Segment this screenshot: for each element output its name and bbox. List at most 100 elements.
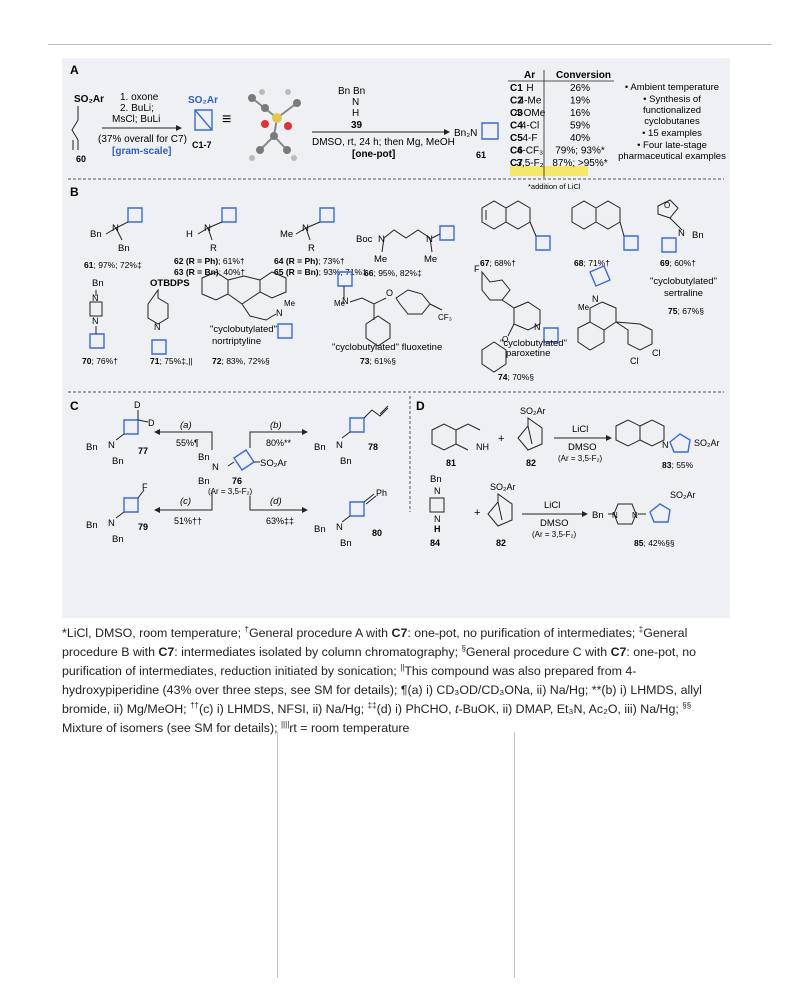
svg-text:63%‡‡: 63%‡‡ (266, 516, 294, 526)
svg-text:(a): (a) (180, 420, 192, 431)
svg-text:80: 80 (372, 528, 382, 538)
svg-text:81: 81 (446, 458, 456, 468)
svg-text:Bn: Bn (314, 442, 326, 453)
svg-text:76: 76 (232, 476, 242, 486)
arrow-c (156, 490, 213, 511)
svg-text:Me: Me (334, 299, 346, 308)
svg-text:N: N (434, 486, 441, 496)
svg-text:80%**: 80%** (266, 438, 292, 448)
amine-39: Bn Bn N H 39 (338, 86, 365, 131)
bullet-5: • Four late-stage (637, 140, 707, 151)
step-2: 2. BuLi; (120, 103, 154, 114)
compound-60-label: 60 (76, 154, 86, 164)
svg-text:Bn: Bn (340, 538, 352, 549)
product-61-ring (481, 122, 499, 140)
svg-text:N: N (678, 228, 685, 239)
svg-text:(b): (b) (270, 420, 282, 431)
panel-d-label: D (416, 399, 425, 413)
equiv-sign: ≡ (222, 111, 231, 128)
compound-b72: N Me "cyclobutylated" nortriptyline 72; … (201, 271, 296, 366)
svg-text:N: N (342, 296, 349, 306)
svg-text:N: N (378, 234, 385, 245)
svg-text:N: N (302, 223, 309, 234)
gram-scale-tag: [gram-scale] (112, 146, 171, 157)
product-61: Bn₂N 61 (454, 122, 499, 160)
svg-text:D: D (134, 400, 141, 410)
scheme-figure: A SO₂Ar 60 1. oxone 2. BuLi; MsCl; BuLi … (62, 58, 730, 618)
compound-60: SO₂Ar 60 (71, 94, 104, 164)
svg-text:67; 68%†: 67; 68%† (480, 258, 516, 268)
caption-part: (c) i) LHMDS, NFSI, ii) Na/Hg; (198, 702, 368, 716)
compound-b67: 67; 68%† (480, 200, 551, 268)
compound-84: Bn N N H 84 (429, 474, 445, 548)
table-cell: 19% (570, 96, 590, 107)
bcb-so2ar: SO₂Ar (188, 95, 218, 106)
svg-text:Me: Me (280, 229, 293, 240)
step-3: MsCl; BuLi (112, 114, 160, 125)
svg-text:H: H (434, 524, 441, 534)
svg-text:N: N (108, 518, 115, 529)
svg-text:Cl: Cl (630, 356, 639, 366)
bullet-6: pharmaceutical examples (618, 151, 726, 162)
b61-bn2: Bn (118, 243, 130, 254)
svg-text:R: R (210, 243, 217, 254)
svg-text:"cyclobutylated": "cyclobutylated" (650, 276, 717, 287)
svg-text:N: N (632, 511, 638, 520)
svg-text:Boc: Boc (356, 234, 373, 245)
svg-text:69; 60%†: 69; 60%† (660, 258, 696, 268)
svg-text:Cl: Cl (652, 348, 661, 358)
compound-b66: Boc N N Me Me 66; 95%, 82%‡ (356, 225, 455, 278)
panel-c-label: C (70, 399, 79, 413)
svg-text:O: O (664, 201, 670, 210)
caption-part: rt = room temperature (289, 721, 410, 735)
product-61-nbn2: Bn₂N (454, 128, 477, 139)
bcb-label: C1-7 (192, 140, 212, 150)
svg-text:nortriptyline: nortriptyline (212, 336, 261, 347)
amine-39-bn: Bn Bn (338, 86, 365, 97)
table-cell: 4-Me (519, 96, 542, 107)
svg-text:LiCl: LiCl (572, 424, 588, 435)
cond-a2: DMSO, rt, 24 h; then Mg, MeOH (312, 137, 455, 148)
arrow-a (156, 431, 213, 450)
svg-text:51%††: 51%†† (174, 516, 202, 526)
panel-a-bullets: • Ambient temperature • Synthesis of fun… (618, 82, 726, 162)
compound-77: D D Bn N Bn 77 (86, 400, 155, 467)
caption-part: Mixture of isomers (see SM for details); (62, 721, 281, 735)
svg-text:Ph: Ph (376, 488, 387, 498)
svg-text:SO₂Ar: SO₂Ar (694, 438, 720, 448)
svg-text:N: N (112, 223, 119, 234)
svg-text:63 (R = Bn); 40%†: 63 (R = Bn); 40%† (174, 267, 245, 277)
svg-text:77: 77 (138, 446, 148, 456)
figure-caption: *LiCl, DMSO, room temperature; †General … (62, 624, 730, 738)
b61-bn1: Bn (90, 229, 102, 240)
svg-text:N: N (204, 223, 211, 234)
svg-text:N: N (434, 514, 441, 524)
amine-39-h: H (352, 108, 359, 119)
svg-text:72; 83%, 72%§: 72; 83%, 72%§ (212, 356, 270, 366)
compound-b74: F O N "cyclobutylated" paroxetine 74; 70… (474, 264, 567, 382)
svg-text:SO₂Ar: SO₂Ar (520, 406, 546, 416)
svg-text:Bn: Bn (430, 474, 442, 485)
svg-text:Bn: Bn (86, 442, 98, 453)
svg-text:68; 71%†: 68; 71%† (574, 258, 610, 268)
scheme-drawing: A SO₂Ar 60 1. oxone 2. BuLi; MsCl; BuLi … (68, 63, 726, 549)
caption-c7: C7 (391, 626, 408, 640)
compound-83: N SO₂Ar 83; 55% (615, 419, 720, 470)
compound-85: Bn N N SO₂Ar 85; 42%§§ (592, 490, 696, 548)
svg-text:N: N (154, 322, 161, 332)
compound-b61: Bn N Bn 61; 97%; 72%‡ (84, 207, 143, 270)
compound-60-so2ar: SO₂Ar (74, 94, 104, 105)
table-cell: 79%; 93%* (555, 146, 605, 157)
caption-part: General procedure B with (62, 626, 688, 659)
bullet-0: • Ambient temperature (625, 82, 719, 93)
compound-82-b: SO₂Ar 82 (487, 482, 516, 548)
compound-b71: OTBDPS N 71; 75%‡,|| (147, 278, 193, 366)
svg-text:D: D (148, 418, 155, 428)
compound-b62: H N R 62 (R = Ph); 61%† 63 (R = Bn); 40%… (174, 207, 245, 277)
table-cell: 40% (570, 133, 590, 144)
svg-text:LiCl: LiCl (544, 500, 560, 511)
caption-italic: t (455, 702, 459, 716)
svg-text:85; 42%§§: 85; 42%§§ (634, 538, 675, 548)
